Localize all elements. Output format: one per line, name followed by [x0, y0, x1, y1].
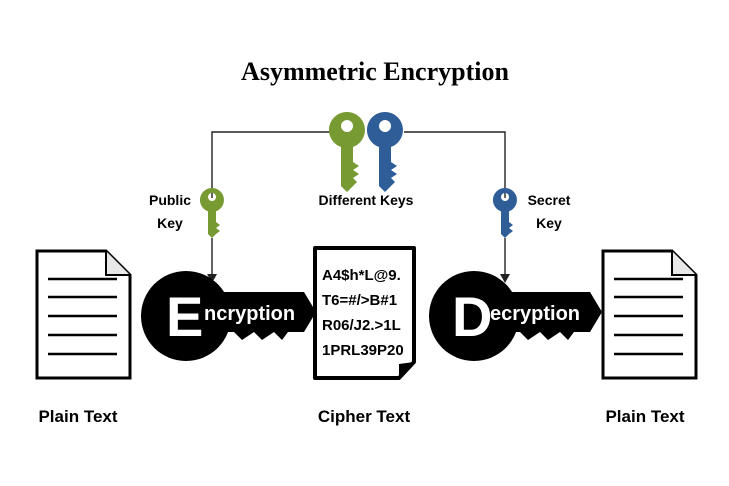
plain-text-document-left: [35, 249, 132, 380]
secret-key-icon: [366, 112, 403, 192]
decryption-key-icon: [429, 271, 602, 361]
secret-key-label-line2: Key: [536, 215, 562, 231]
cipher-line-1: A4$h*L@9.: [322, 267, 401, 284]
cipher-line-2: T6=#/>B#1: [322, 292, 397, 309]
encryption-initial: E: [166, 285, 203, 348]
secret-key-label-line1: Secret: [528, 192, 571, 208]
caption-cipher-text: Cipher Text: [318, 407, 411, 426]
public-key-small-icon: [199, 188, 224, 238]
public-key-label-line2: Key: [157, 215, 183, 231]
different-keys-label: Different Keys: [319, 192, 414, 208]
caption-plain-text-left: Plain Text: [38, 407, 117, 426]
encryption-key-icon: [141, 271, 316, 361]
cipher-line-4: 1PRL39P20: [322, 342, 404, 359]
cipher-line-3: R06/J2.>1L: [322, 317, 401, 334]
encryption-label: ncryption: [204, 303, 295, 325]
plain-text-document-right: [601, 249, 698, 380]
decryption-initial: D: [452, 285, 492, 348]
diagram-title: Asymmetric Encryption: [241, 57, 509, 86]
public-key-icon: [328, 112, 365, 192]
public-key-label-line1: Public: [149, 192, 191, 208]
connector-lines: [211, 131, 506, 276]
caption-plain-text-right: Plain Text: [605, 407, 684, 426]
secret-key-small-icon: [492, 188, 517, 238]
cipher-text-document: [313, 246, 416, 380]
decryption-label: ecryption: [490, 303, 580, 325]
arrow-heads: [207, 274, 510, 283]
